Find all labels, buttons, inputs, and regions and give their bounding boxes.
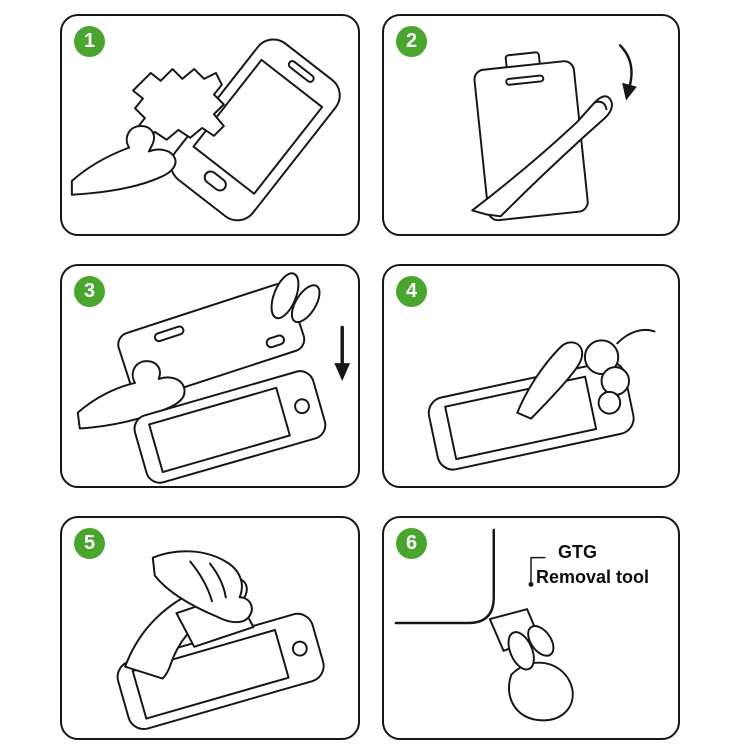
step-panel-1: 1 xyxy=(60,14,360,236)
peel-film-illustration xyxy=(471,44,637,222)
phone-body xyxy=(133,370,327,484)
step-panel-2: 2 xyxy=(382,14,680,236)
finger xyxy=(527,625,555,657)
phone-screen xyxy=(148,386,291,474)
protector-speaker-cutout xyxy=(505,74,545,86)
curved-arrow-icon xyxy=(618,44,633,90)
removal-tool-illustration xyxy=(394,528,574,722)
step-panel-5: 5 xyxy=(60,516,360,740)
phone-home-button xyxy=(203,170,227,192)
step-panel-6: 6 GTG Removal tool xyxy=(382,516,680,740)
index-finger xyxy=(516,341,584,420)
step-number-badge: 4 xyxy=(396,276,427,307)
step-panel-4: 4 xyxy=(382,264,680,488)
peeling-film xyxy=(471,95,613,218)
align-protector-illustration xyxy=(76,272,351,484)
phone-speaker xyxy=(287,60,315,83)
finger xyxy=(507,631,535,671)
removal-tool-label: GTG Removal tool xyxy=(536,540,649,590)
step-number-badge: 5 xyxy=(74,528,105,559)
film-curl xyxy=(593,100,608,111)
phone-screen xyxy=(192,58,324,195)
phone xyxy=(133,370,327,484)
curled-finger xyxy=(600,366,630,396)
finger-line xyxy=(209,562,227,599)
curled-finger xyxy=(597,390,622,415)
curved-arrow-head xyxy=(622,82,637,101)
wrist-line xyxy=(616,328,656,345)
hand xyxy=(70,124,177,196)
label-leader-dot xyxy=(528,581,534,587)
cleaning-cloth xyxy=(132,68,225,141)
step-number-badge: 6 xyxy=(396,528,427,559)
finger xyxy=(270,272,300,320)
step-number-badge: 1 xyxy=(74,26,105,57)
wipe-screen-illustration xyxy=(70,38,341,222)
finger xyxy=(290,284,321,324)
screen-corner xyxy=(394,528,495,625)
curled-finger xyxy=(583,339,620,376)
hand xyxy=(151,550,253,624)
finger-line xyxy=(189,560,213,603)
step-panel-3: 3 xyxy=(60,264,360,488)
glass-home-cutout xyxy=(265,334,286,349)
hand xyxy=(508,661,574,722)
glass-speaker-cutout xyxy=(153,325,185,343)
phone-home-button xyxy=(291,640,308,657)
arrow-down-head xyxy=(334,363,351,381)
phone-screen xyxy=(444,375,598,461)
smooth-film-illustration xyxy=(116,550,325,731)
step-number-badge: 3 xyxy=(74,276,105,307)
step-number-badge: 2 xyxy=(396,26,427,57)
label-leader-line xyxy=(530,556,546,583)
removal-tool-label-line2: Removal tool xyxy=(536,566,650,587)
phone-home-button xyxy=(294,398,310,415)
press-screen-illustration xyxy=(427,328,656,471)
phone-screen xyxy=(131,629,290,720)
removal-tool-label-line1: GTG xyxy=(558,542,597,562)
